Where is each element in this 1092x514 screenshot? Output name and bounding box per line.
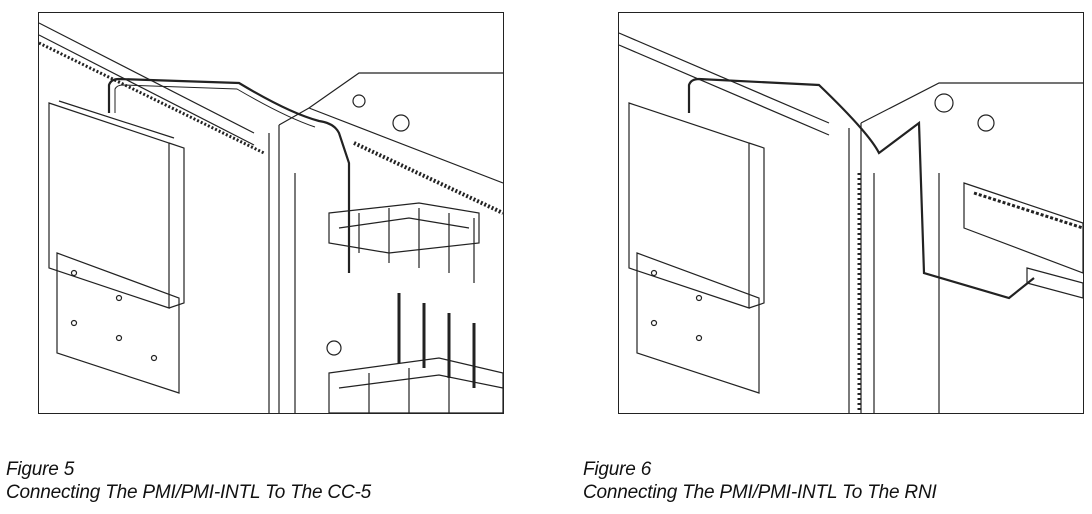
interface-cable — [107, 77, 351, 273]
card-rack — [328, 202, 480, 388]
figure-5-drawing — [39, 22, 503, 413]
figure-5-illustration — [38, 12, 504, 414]
figure-6-drawing — [619, 32, 1083, 413]
figure-6-title: Connecting The PMI/PMI-INTL To The RNI — [583, 482, 937, 503]
figure-5-number: Figure 5 — [6, 459, 75, 480]
figure-6-caption: Figure 6 Connecting The PMI/PMI-INTL To … — [583, 458, 937, 504]
figure-5-caption: Figure 5 Connecting The PMI/PMI-INTL To … — [6, 458, 371, 504]
figure-6-illustration — [618, 12, 1084, 414]
rni-board — [963, 182, 1083, 299]
pmi-panel — [48, 102, 170, 309]
figure-5-title: Connecting The PMI/PMI-INTL To The CC-5 — [6, 482, 371, 503]
interface-cable — [687, 77, 1035, 300]
figure-6-number: Figure 6 — [583, 459, 652, 480]
pmi-panel — [628, 102, 750, 309]
